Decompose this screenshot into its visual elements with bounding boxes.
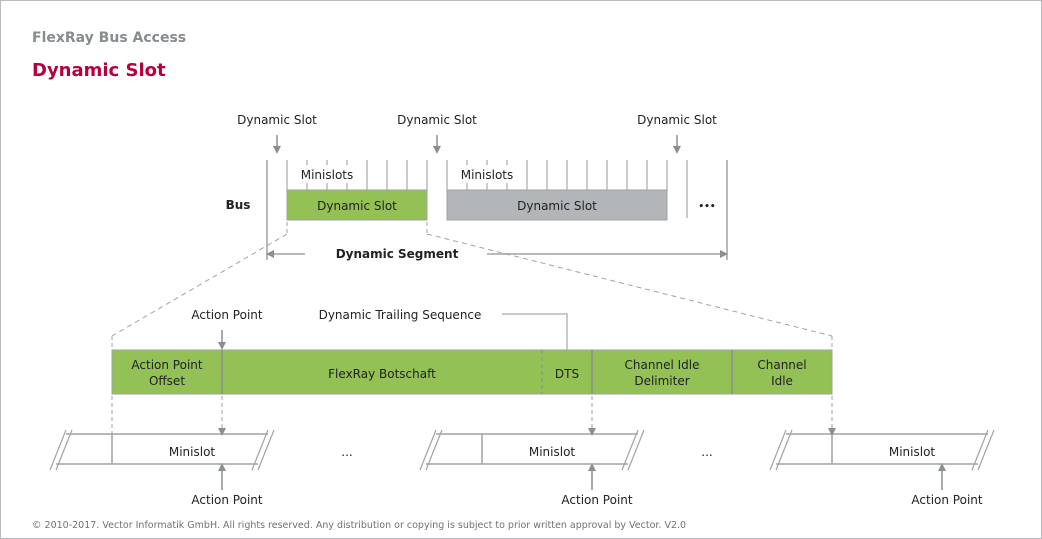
zoom-line-left [111, 233, 288, 337]
bottom-ellipsis-1: ... [341, 445, 352, 459]
dts-callout-label: Dynamic Trailing Sequence [319, 308, 482, 322]
dynamic-segment-label: Dynamic Segment [336, 247, 459, 261]
minislots-label-bg-1 [296, 165, 360, 183]
bus-label: Bus [226, 198, 251, 212]
dts-callout-line [502, 313, 568, 350]
minislots-label-2: Minislots [461, 168, 514, 182]
segment-apo-line1: Action Point [131, 358, 202, 372]
action-point-label-3: Action Point [911, 493, 982, 507]
dynamic-slot-detail-bar [111, 349, 833, 395]
minislot-label-3: Minislot [889, 445, 936, 459]
segment-cid-line1: Channel Idle [625, 358, 700, 372]
minislots-label-bg-2 [456, 165, 520, 183]
segment-ci-line1: Channel [757, 358, 806, 372]
slot-marker-label-3: Dynamic Slot [637, 113, 717, 127]
slot-marker-label-1: Dynamic Slot [237, 113, 317, 127]
segment-ci-line2: Idle [771, 374, 793, 388]
projection-lines [111, 396, 833, 434]
dynamic-slot-inactive-label: Dynamic Slot [517, 199, 597, 213]
top-ellipsis: ••• [698, 202, 715, 212]
top-slot-markers: Dynamic Slot Dynamic Slot Dynamic Slot [237, 113, 717, 154]
minislot-strip-1 [49, 428, 275, 471]
dynamic-slot-active-label: Dynamic Slot [317, 199, 397, 213]
dynamic-slot-active [286, 189, 428, 221]
slot-marker-label-2: Dynamic Slot [397, 113, 477, 127]
segment-apo-line2: Offset [149, 374, 185, 388]
zoom-line-right [426, 233, 833, 337]
bottom-ellipsis-2: ... [701, 445, 712, 459]
action-point-label-1: Action Point [191, 493, 262, 507]
minislot-label-1: Minislot [169, 445, 216, 459]
dynamic-slot-inactive [446, 189, 668, 221]
diagram-title: Dynamic Slot [32, 60, 166, 81]
minislots-label-1: Minislots [301, 168, 354, 182]
diagram-supertitle: FlexRay Bus Access [32, 30, 187, 46]
minislot-strip-3 [769, 428, 995, 471]
segment-dts: DTS [555, 367, 579, 381]
action-point-label-2: Action Point [561, 493, 632, 507]
minislot-label-2: Minislot [529, 445, 576, 459]
segment-cid-line2: Delimiter [634, 374, 689, 388]
segment-message: FlexRay Botschaft [328, 367, 436, 381]
copyright-footer: © 2010-2017. Vector Informatik GmbH. All… [32, 520, 687, 531]
action-point-label-top: Action Point [191, 308, 262, 322]
